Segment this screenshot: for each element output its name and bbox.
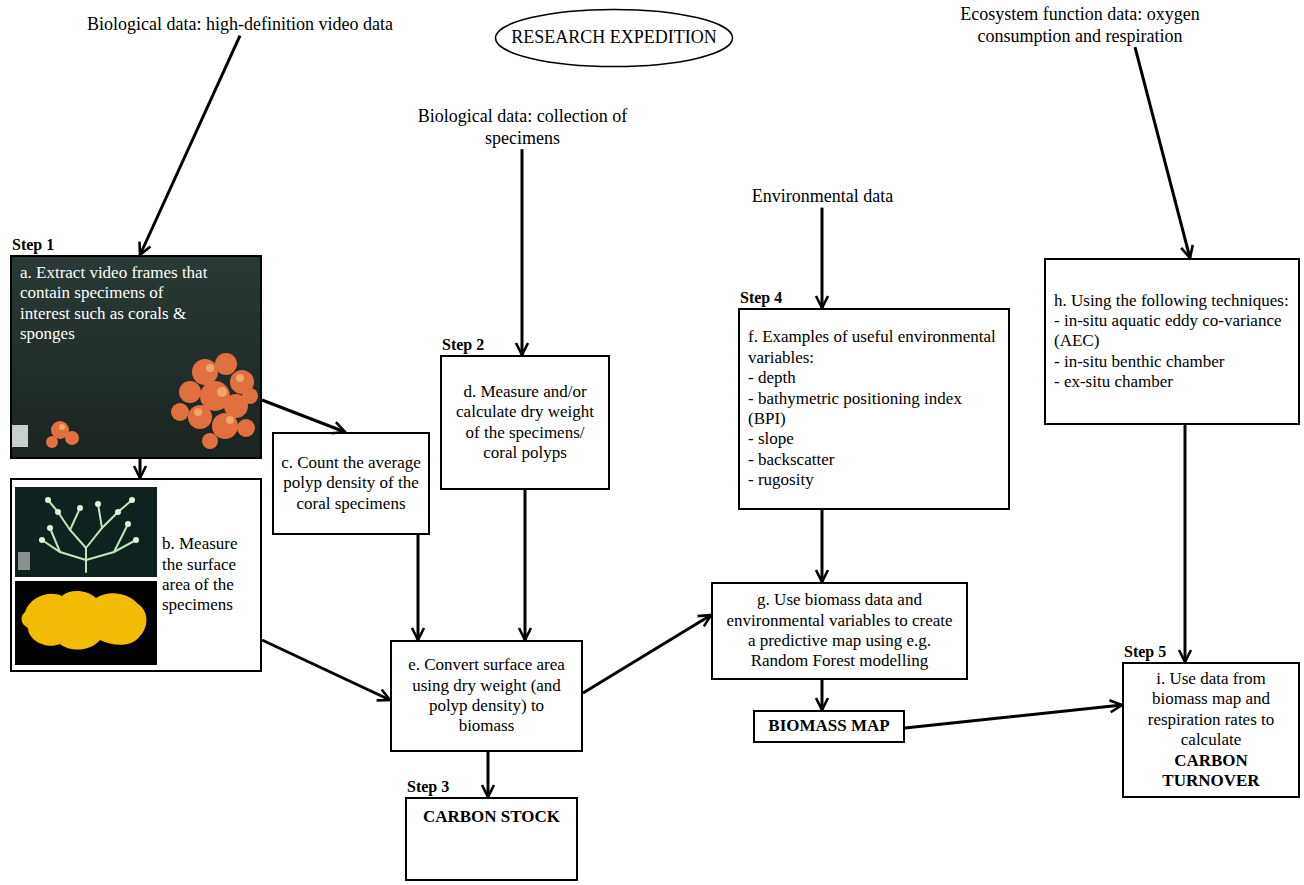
box-text: - backscatter (748, 450, 1000, 470)
box-text: i. Use data from biomass map and respira… (1129, 669, 1293, 751)
box-text: - depth (748, 368, 1000, 388)
process-box: Step 2d. Measure and/or calculate dry we… (440, 355, 610, 490)
box-text: - bathymetric positioning index (BPI) (748, 389, 1000, 430)
mask-shape (22, 591, 147, 650)
text-body: c. Count the average polyp density of th… (274, 447, 428, 520)
flow-arrow (1184, 425, 1187, 662)
process-box: c. Count the average polyp density of th… (272, 432, 430, 535)
flow-arrow (262, 640, 390, 700)
text-body: Ecosystem function data: oxygen consumpt… (955, 4, 1205, 47)
box-text: g. Use biomass data and environmental va… (721, 590, 958, 672)
box-text: CARBON TURNOVER (1129, 751, 1293, 792)
flow-arrow (521, 149, 524, 355)
text-body: e. Convert surface area using dry weight… (392, 649, 581, 743)
heading-text: Environmental data (735, 186, 910, 208)
coral-polyps (39, 497, 139, 543)
box-text: CARBON STOCK (413, 807, 570, 827)
flow-arrow (1135, 47, 1190, 258)
box-text: BIOMASS MAP (761, 716, 897, 736)
coral-video-frame (10, 255, 262, 459)
process-box: h. Using the following techniques:- in-s… (1044, 258, 1300, 425)
process-box: b. Measure the surface area of the speci… (10, 478, 262, 672)
result-box: BIOMASS MAP (753, 710, 905, 743)
text-body: a. Extract video frames that contain spe… (12, 257, 260, 351)
source-heading: Biological data: high-definition video d… (70, 14, 410, 36)
text-body: h. Using the following techniques:- in-s… (1046, 285, 1298, 399)
flow-arrow (583, 615, 711, 693)
connector-group (140, 36, 1190, 797)
box-text: f. Examples of useful environmental vari… (748, 327, 1000, 368)
flow-arrow (487, 752, 490, 797)
flow-arrow (821, 208, 824, 308)
box-text: a. Extract video frames that contain spe… (20, 263, 210, 345)
result-box: Step 3CARBON STOCK (405, 797, 578, 881)
text-body: RESEARCH EXPEDITION (511, 27, 717, 49)
box-text: - in-situ aquatic eddy co-variance (AEC) (1054, 311, 1290, 352)
instrument (18, 552, 30, 570)
heading-text: Ecosystem function data: oxygen consumpt… (955, 4, 1205, 47)
step-label: Step 3 (407, 777, 449, 796)
step-label: Step 4 (740, 288, 782, 307)
process-box: e. Convert surface area using dry weight… (390, 640, 583, 752)
coral-photo (15, 487, 157, 577)
photo-ground (15, 487, 157, 577)
box-text: b. Measure the surface area of the speci… (162, 534, 256, 616)
source-heading: Ecosystem function data: oxygen consumpt… (955, 4, 1205, 47)
box-text: h. Using the following techniques: (1054, 291, 1290, 311)
sea-ground (10, 255, 262, 459)
step-label: Step 2 (442, 335, 484, 354)
text-body: b. Measure the surface area of the speci… (12, 528, 260, 622)
text-body: Environmental data (735, 186, 910, 208)
ellipse-outline (496, 10, 733, 67)
flow-arrow (417, 535, 420, 640)
source-heading: Environmental data (735, 186, 910, 208)
box-text: - in-situ benthic chamber (1054, 352, 1290, 372)
flow-arrow (524, 490, 527, 640)
step-label: Step 5 (1124, 642, 1166, 661)
instrument (10, 425, 28, 447)
flow-arrow (262, 400, 345, 432)
text-body: Biological data: collection of specimens (380, 106, 665, 149)
text-body: Biological data: high-definition video d… (70, 14, 410, 36)
title-ellipse: RESEARCH EXPEDITION (494, 8, 734, 68)
box-text: e. Convert surface area using dry weight… (400, 655, 573, 737)
coral-highlight (59, 364, 244, 430)
coral-mask (15, 581, 157, 665)
box-text: - ex-situ chamber (1054, 372, 1290, 392)
text-body: f. Examples of useful environmental vari… (740, 321, 1008, 496)
flow-arrow (821, 680, 824, 710)
text-body: i. Use data from biomass map and respira… (1124, 664, 1298, 796)
source-heading: Biological data: collection of specimens (380, 106, 665, 149)
process-box: g. Use biomass data and environmental va… (711, 582, 968, 680)
flow-arrow (139, 459, 142, 478)
text-body: BIOMASS MAP (755, 712, 903, 740)
process-box: Step 4f. Examples of useful environmenta… (738, 308, 1010, 510)
box-text: c. Count the average polyp density of th… (280, 453, 422, 514)
box-text: - slope (748, 429, 1000, 449)
branching-coral (42, 500, 136, 572)
mask-ground (15, 581, 157, 665)
text-body: CARBON STOCK (407, 799, 576, 835)
text-body: d. Measure and/or calculate dry weight o… (442, 376, 608, 470)
text-body: g. Use biomass data and environmental va… (713, 584, 966, 678)
process-box: Step 1a. Extract video frames that conta… (10, 255, 262, 459)
box-text: - rugosity (748, 470, 1000, 490)
heading-text: Biological data: collection of specimens (380, 106, 665, 149)
flow-arrow (905, 705, 1122, 728)
box-text: d. Measure and/or calculate dry weight o… (450, 382, 600, 464)
heading-text: Biological data: high-definition video d… (70, 14, 410, 36)
flow-arrow (140, 36, 240, 255)
result-box: Step 5i. Use data from biomass map and r… (1122, 662, 1300, 798)
title-text: RESEARCH EXPEDITION (511, 27, 717, 49)
orange-coral (46, 353, 258, 449)
step-label: Step 1 (12, 235, 54, 254)
flow-arrow (821, 510, 824, 582)
